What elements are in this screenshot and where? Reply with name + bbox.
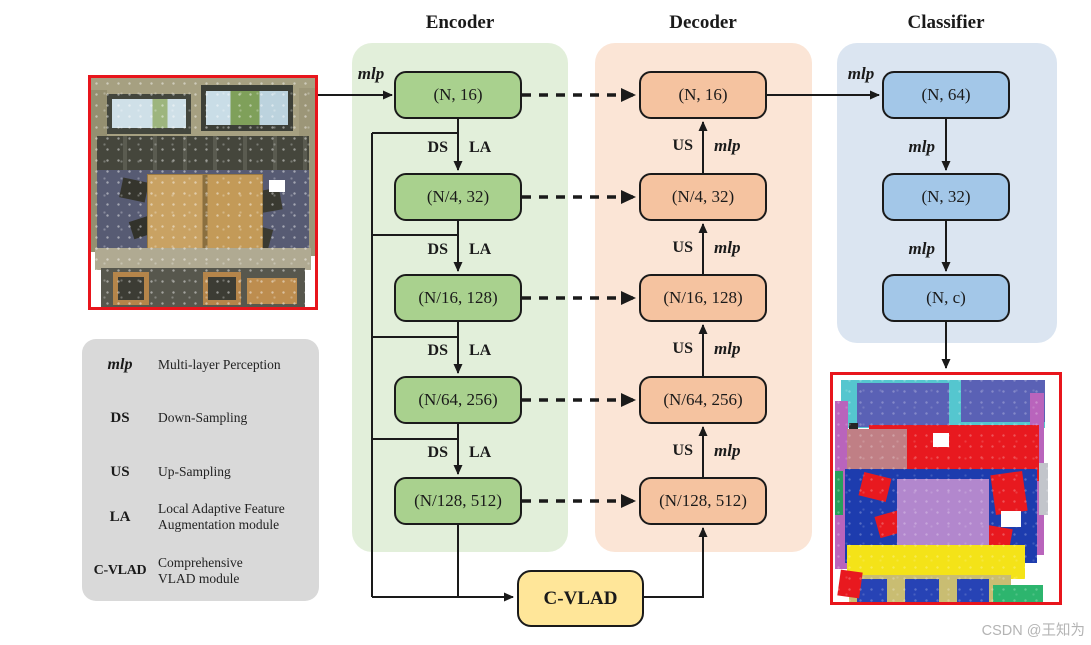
encoder-box-3: (N/16, 128) bbox=[394, 274, 522, 322]
decoder-header: Decoder bbox=[669, 12, 737, 33]
legend-key-ds: DS bbox=[110, 409, 130, 426]
decoder-box-2: (N/4, 32) bbox=[639, 173, 767, 221]
mlp-label-input: mlp bbox=[357, 64, 385, 83]
legend-row-cvlad: C-VLAD Comprehensive VLAD module bbox=[82, 547, 319, 595]
us-label-4: US bbox=[672, 442, 693, 459]
legend-key-la: LA bbox=[109, 508, 131, 525]
legend-key-mlp: mlp bbox=[107, 356, 133, 373]
mlp-label-cls-1: mlp bbox=[908, 137, 935, 156]
input-window-right bbox=[206, 91, 288, 125]
legend-desc-us: Up-Sampling bbox=[158, 464, 231, 480]
mlp-label-dec-2: mlp bbox=[714, 238, 741, 257]
input-counter bbox=[95, 248, 311, 270]
encoder-box-1: (N, 16) bbox=[394, 71, 522, 119]
classifier-box-3: (N, c) bbox=[882, 274, 1010, 322]
la-label-4: LA bbox=[469, 444, 492, 461]
output-gap-1 bbox=[933, 433, 949, 447]
output-segmentation-image bbox=[830, 372, 1062, 605]
ds-label-3: DS bbox=[427, 342, 448, 359]
input-cabinet-door-1 bbox=[113, 272, 149, 305]
input-tables bbox=[147, 174, 263, 256]
mlp-label-cls-2: mlp bbox=[908, 239, 935, 258]
decoder-box-3: (N/16, 128) bbox=[639, 274, 767, 322]
classifier-box-1: (N, 64) bbox=[882, 71, 1010, 119]
legend-desc-la: Local Adaptive Feature Augmentation modu… bbox=[158, 501, 285, 532]
legend-desc-cvlad: Comprehensive VLAD module bbox=[158, 555, 243, 586]
mlp-label-dec-4: mlp bbox=[714, 441, 741, 460]
encoder-header: Encoder bbox=[425, 12, 495, 33]
input-window-left bbox=[112, 99, 186, 128]
legend-key-cvlad: C-VLAD bbox=[93, 563, 147, 578]
output-gap-2 bbox=[1001, 511, 1021, 527]
mlp-label-dec-3: mlp bbox=[714, 339, 741, 358]
la-label-2: LA bbox=[469, 241, 492, 258]
legend-row-mlp: mlp Multi-layer Perception bbox=[82, 347, 319, 383]
input-pointcloud-image bbox=[88, 75, 318, 310]
watermark: CSDN @王知为 bbox=[981, 623, 1085, 639]
legend-key-us: US bbox=[110, 463, 130, 480]
la-label-3: LA bbox=[469, 342, 492, 359]
mlp-label-dec-1: mlp bbox=[714, 136, 741, 155]
input-cabinet-door-2 bbox=[203, 272, 241, 305]
classifier-header: Classifier bbox=[907, 12, 985, 33]
output-gray-strip bbox=[1039, 463, 1048, 515]
encoder-box-2: (N/4, 32) bbox=[394, 173, 522, 221]
input-side-table bbox=[247, 278, 297, 304]
output-yellow-band bbox=[847, 545, 1025, 579]
decoder-box-4: (N/64, 256) bbox=[639, 376, 767, 424]
output-green-strip-left bbox=[835, 471, 843, 515]
legend-row-us: US Up-Sampling bbox=[82, 454, 319, 490]
input-chair-row bbox=[97, 136, 309, 174]
decoder-box-1: (N, 16) bbox=[639, 71, 767, 119]
output-speckle-overlay bbox=[833, 375, 1059, 602]
legend-desc-mlp: Multi-layer Perception bbox=[158, 357, 281, 373]
output-cabinet-door-3 bbox=[957, 579, 989, 602]
encoder-box-5: (N/128, 512) bbox=[394, 477, 522, 525]
output-cabinet-door-1 bbox=[857, 579, 887, 602]
decoder-box-5: (N/128, 512) bbox=[639, 477, 767, 525]
legend-row-ds: DS Down-Sampling bbox=[82, 400, 319, 436]
output-window-left bbox=[857, 383, 949, 427]
ds-label-4: DS bbox=[427, 444, 448, 461]
output-green-table bbox=[993, 585, 1043, 602]
cvlad-box: C-VLAD bbox=[517, 570, 644, 627]
input-gap-2 bbox=[269, 180, 285, 192]
ds-label-2: DS bbox=[427, 241, 448, 258]
us-label-2: US bbox=[672, 239, 693, 256]
la-label-1: LA bbox=[469, 139, 492, 156]
ds-label-1: DS bbox=[427, 139, 448, 156]
mlp-label-dec-cls: mlp bbox=[847, 64, 875, 83]
encoder-box-4: (N/64, 256) bbox=[394, 376, 522, 424]
legend: mlp Multi-layer Perception DS Down-Sampl… bbox=[82, 339, 319, 601]
us-label-3: US bbox=[672, 340, 693, 357]
output-rosy-block bbox=[847, 429, 907, 471]
input-speckle-overlay bbox=[91, 78, 315, 307]
classifier-box-2: (N, 32) bbox=[882, 173, 1010, 221]
legend-row-la: LA Local Adaptive Feature Augmentation m… bbox=[82, 493, 319, 541]
us-label-1: US bbox=[672, 137, 693, 154]
output-cabinet-door-2 bbox=[905, 579, 939, 602]
legend-desc-ds: Down-Sampling bbox=[158, 410, 248, 426]
